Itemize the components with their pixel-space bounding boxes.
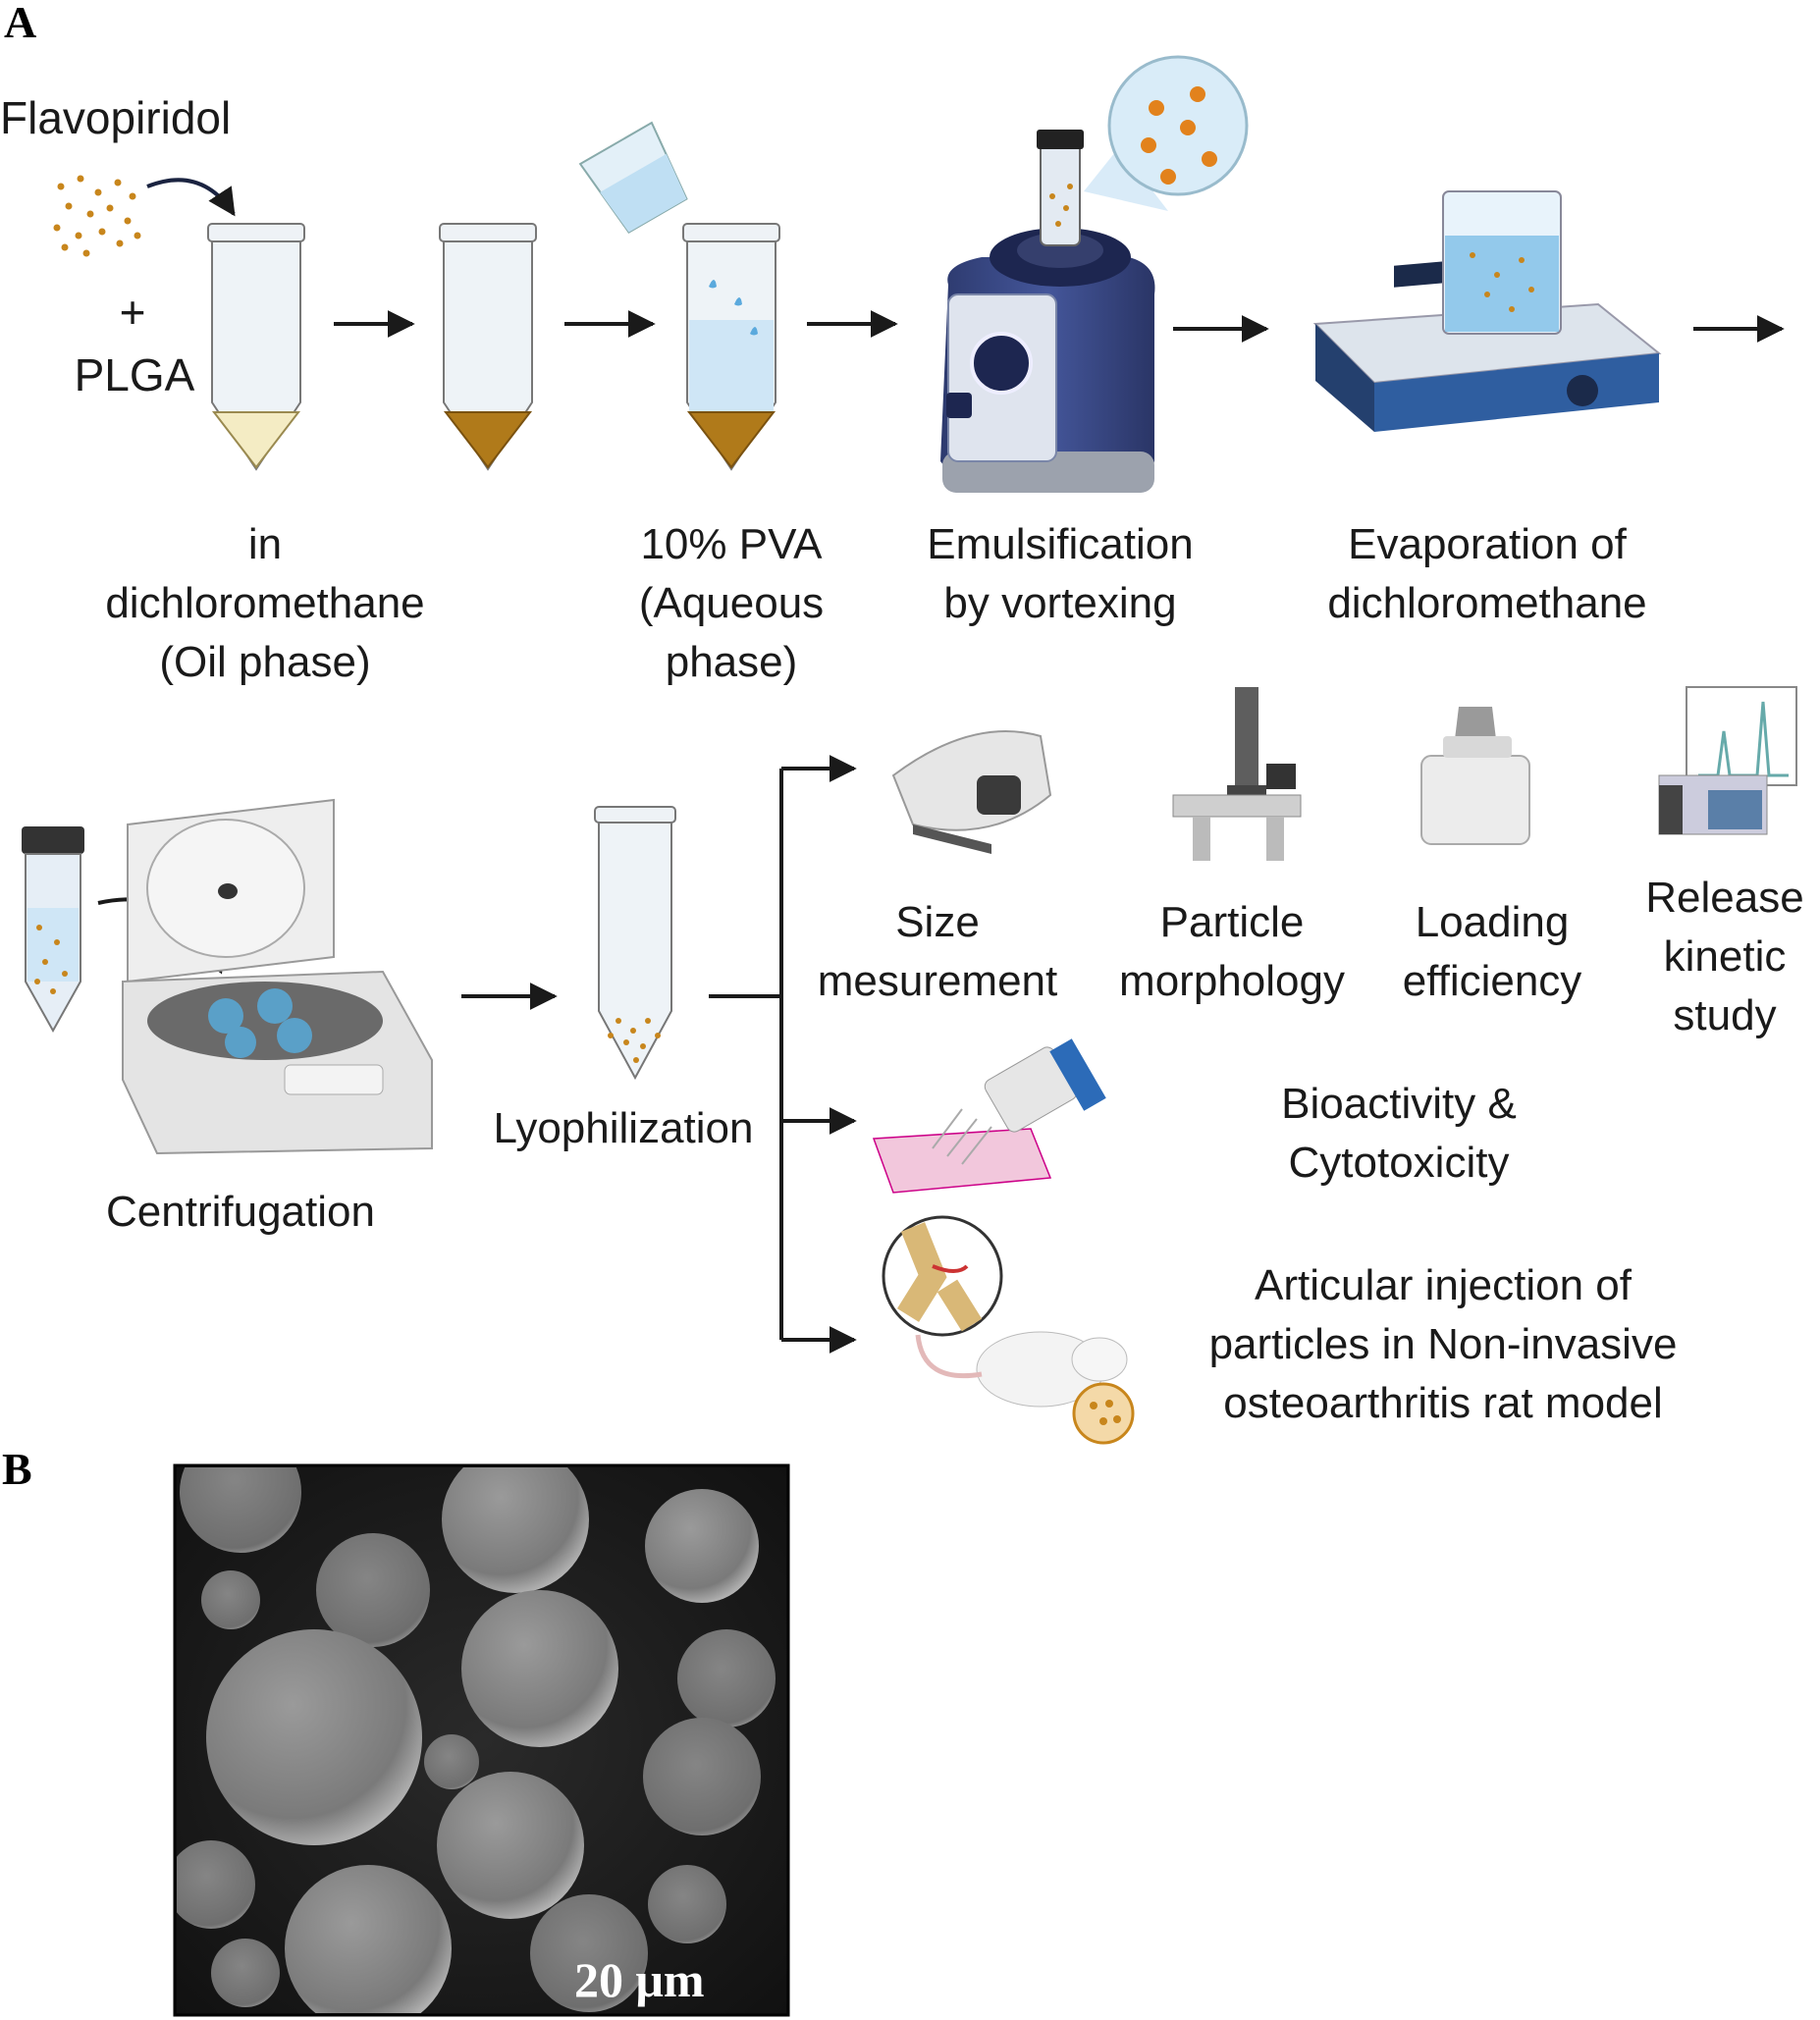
- load-line-1: Loading: [1415, 898, 1570, 946]
- step-centrifugation-label: Centrifugation: [106, 1188, 375, 1236]
- load-line-2: efficiency: [1402, 957, 1582, 1005]
- inj-line-3: osteoarthritis rat model: [1223, 1379, 1663, 1427]
- inj-line-2: particles in Non-invasive: [1208, 1320, 1678, 1368]
- morph-line-1: Particle: [1159, 898, 1305, 946]
- oil-line-1: in: [247, 520, 283, 568]
- analysis-morphology-label: Particle morphology: [1095, 893, 1369, 1011]
- drug-label: Flavopiridol: [0, 92, 232, 143]
- morph-line-2: morphology: [1119, 957, 1345, 1005]
- pouring-beaker-icon: [578, 121, 688, 234]
- multichannel-pipette-icon: [872, 1038, 1106, 1194]
- rel-line-1: Release: [1645, 874, 1804, 922]
- step-emulsification-label: Emulsification by vortexing: [883, 515, 1237, 633]
- inj-line-1: Articular injection of: [1255, 1261, 1632, 1309]
- analysis-release-label: Release kinetic study: [1630, 869, 1820, 1045]
- step-lyophilization-label: Lyophilization: [493, 1104, 754, 1152]
- bio-line-2: Cytotoxicity: [1288, 1139, 1510, 1187]
- em-line-2: by vortexing: [943, 579, 1177, 627]
- sample-tube-icon: [22, 826, 84, 1034]
- em-line-1: Emulsification: [927, 520, 1194, 568]
- tube-oil-phase: [207, 223, 305, 471]
- analysis-loading-label: Loading efficiency: [1374, 893, 1610, 1011]
- spectrophotometer-icon: [1420, 707, 1530, 845]
- panel-label-b: B: [2, 1444, 32, 1494]
- oil-line-3: (Oil phase): [159, 638, 371, 686]
- rat-knee-icon: [882, 1215, 1135, 1445]
- rel-line-2: kinetic: [1663, 932, 1787, 981]
- aq-line-2: (Aqueous: [638, 579, 825, 627]
- polymer-label: PLGA: [74, 349, 195, 400]
- bio-line-1: Bioactivity &: [1281, 1080, 1517, 1128]
- size-line-1: Size: [895, 898, 980, 946]
- tube-dissolved: [439, 223, 537, 471]
- ev-line-1: Evaporation of: [1348, 520, 1627, 568]
- panel-label-a: A: [4, 0, 37, 47]
- step-oil-phase-label: in dichloromethane (Oil phase): [49, 515, 481, 692]
- step-evaporation-label: Evaporation of dichloromethane: [1266, 515, 1708, 633]
- rel-line-3: study: [1673, 991, 1777, 1039]
- analysis-bioactivity-label: Bioactivity & Cytotoxicity: [1217, 1075, 1580, 1193]
- aq-line-1: 10% PVA: [640, 520, 823, 568]
- hplc-icon: [1658, 686, 1797, 835]
- electron-microscope-icon: [1172, 687, 1302, 861]
- size-line-2: mesurement: [817, 957, 1058, 1005]
- vortex-mixer-icon: [940, 55, 1249, 493]
- drug-powder: [53, 175, 141, 257]
- size-instrument-icon: [891, 730, 1052, 854]
- analysis-injection-label: Articular injection of particles in Non-…: [1149, 1256, 1738, 1433]
- oil-line-2: dichloromethane: [105, 579, 425, 627]
- ev-line-2: dichloromethane: [1327, 579, 1647, 627]
- step-aqueous-label: 10% PVA (Aqueous phase): [589, 515, 874, 692]
- centrifuge-icon: [122, 798, 433, 1155]
- tube-lyophilized: [594, 806, 676, 1081]
- analysis-size-label: Size mesurement: [800, 893, 1075, 1011]
- plus-sign: +: [119, 287, 146, 338]
- hot-plate-icon: [1312, 190, 1662, 432]
- sem-micrograph: [173, 1463, 790, 2017]
- branch-connector: [709, 755, 857, 1354]
- scale-bar-label: 20 μm: [574, 1952, 705, 2007]
- aq-line-3: phase): [665, 638, 798, 686]
- tube-aqueous-phase: [682, 223, 780, 471]
